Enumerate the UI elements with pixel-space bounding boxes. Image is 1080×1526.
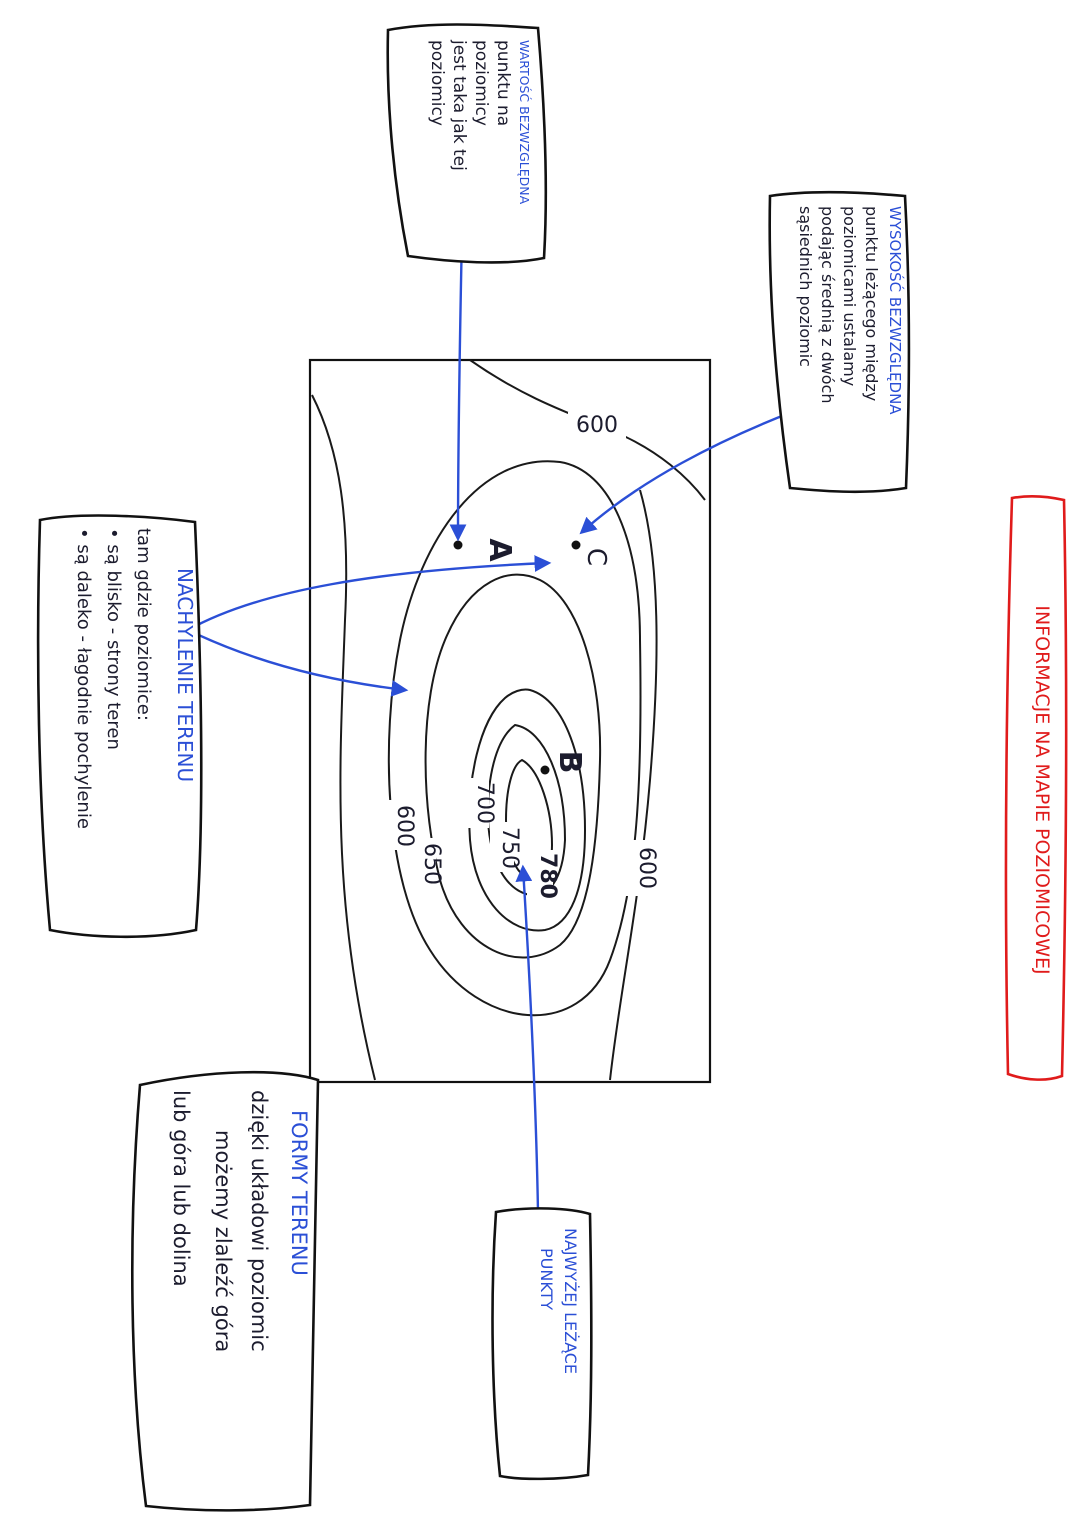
arrow-to-point-c bbox=[579, 410, 793, 535]
contour-label: 600 bbox=[576, 413, 618, 438]
contour-700 bbox=[468, 688, 587, 932]
contour-600-left bbox=[311, 394, 376, 1081]
note-absolute-height: WARTOŚĆ BEZWZGLĘDNA punktu na poziomicy … bbox=[386, 23, 548, 264]
annotation-arrows bbox=[187, 231, 793, 1213]
note-line: możemy zlaleźć góra bbox=[211, 1130, 235, 1352]
note-landforms: FORMY TERENU dzięki układowi poziomic mo… bbox=[130, 1070, 320, 1512]
contour-label: 650 bbox=[419, 843, 444, 885]
page-title: INFORMACJE NA MAPIE POZIOMICOWEJ bbox=[1031, 605, 1053, 974]
point-a-label: A bbox=[482, 538, 517, 562]
note-line: poziomicy bbox=[427, 40, 447, 126]
arrow-to-peak-780 bbox=[515, 864, 540, 1213]
point-b-label: B bbox=[552, 751, 587, 774]
contour-label: 780 bbox=[535, 853, 560, 899]
note-line: poziomicy bbox=[471, 40, 491, 126]
note-line: punktu leżącego między bbox=[862, 206, 881, 401]
contour-600-closed bbox=[387, 460, 642, 1017]
point-c-dot bbox=[571, 540, 581, 550]
note-heading: WYSOKOŚĆ BEZWZGLĘDNA bbox=[886, 206, 905, 415]
contour-label: 600 bbox=[392, 805, 417, 847]
note-line: dzięki układowi poziomic bbox=[247, 1090, 271, 1352]
title-box: INFORMACJE NA MAPIE POZIOMICOWEJ bbox=[1004, 495, 1068, 1081]
note-highest-point: NAJWYŻEJ LEŻĄCE PUNKTY bbox=[491, 1207, 593, 1481]
note-heading: NACHYLENIE TERENU bbox=[173, 568, 197, 782]
contour-label: 700 bbox=[472, 782, 497, 824]
note-slope: NACHYLENIE TERENU tam gdzie poziomice: •… bbox=[36, 514, 203, 939]
note-line: sąsiednich poziomic bbox=[796, 206, 815, 367]
note-line: tam gdzie poziomice: bbox=[133, 528, 154, 721]
arrow-to-point-a bbox=[449, 231, 467, 542]
contour-label: 750 bbox=[497, 827, 522, 869]
contour-map: 600 600 600 650 700 750 780 A B C bbox=[308, 358, 712, 1084]
note-heading: WARTOŚĆ BEZWZGLĘDNA bbox=[517, 40, 532, 205]
contour-600-right bbox=[609, 489, 658, 1081]
arrow-to-steep-slope bbox=[187, 555, 552, 632]
note-line: NAJWYŻEJ LEŻĄCE bbox=[561, 1228, 580, 1374]
note-line: • są blisko - strony teren bbox=[103, 528, 124, 750]
note-line: lub góra lub dolina bbox=[169, 1090, 193, 1287]
note-between-contours: WYSOKOŚĆ BEZWZGLĘDNA punktu leżącego mię… bbox=[768, 190, 911, 494]
note-line: punktu na bbox=[493, 40, 513, 126]
note-line: • są daleko - łagodnie pochylenie bbox=[73, 528, 94, 829]
note-heading: FORMY TERENU bbox=[287, 1110, 311, 1276]
note-line: poziomicami ustalamy bbox=[840, 206, 859, 386]
note-line: jest taka jak tej bbox=[449, 39, 469, 171]
note-line: PUNKTY bbox=[537, 1248, 556, 1310]
note-line: podając średnią z dwóch bbox=[818, 206, 837, 404]
arrow-to-gentle-slope bbox=[187, 628, 409, 697]
contour-label: 600 bbox=[634, 847, 659, 889]
point-b-dot bbox=[540, 765, 550, 775]
point-c-label: C bbox=[581, 548, 611, 566]
point-a-dot bbox=[453, 540, 463, 550]
map-frame bbox=[308, 358, 712, 1084]
contour-650 bbox=[424, 573, 602, 959]
